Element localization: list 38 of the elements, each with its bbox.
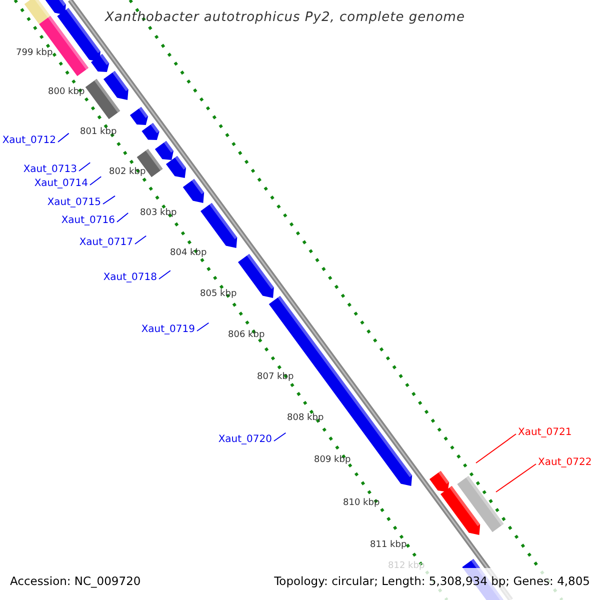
gene-label: Xaut_0718 — [103, 273, 157, 283]
leader-line — [496, 464, 536, 492]
gene-label: Xaut_0713 — [23, 165, 77, 175]
gene-label: Xaut_0719 — [141, 325, 195, 335]
gene-label: Xaut_0721 — [518, 428, 572, 438]
scale-label: 804 kbp — [170, 249, 207, 258]
scale-label: 810 kbp — [343, 499, 380, 508]
gene-label: Xaut_0720 — [218, 435, 272, 445]
scale-label: 800 kbp — [48, 88, 85, 97]
footer-text: Topology: circular; Length: 5,308,934 bp; Genes: 4,805 — [274, 576, 590, 588]
leader-line — [90, 176, 102, 186]
gene-label: Xaut_0716 — [61, 216, 115, 226]
scale-label: 807 kbp — [257, 373, 294, 382]
scale-label: 811 kbp — [370, 541, 407, 550]
gene-label: Xaut_0714 — [34, 179, 88, 189]
leader-line — [78, 162, 91, 172]
scale-label: 806 kbp — [228, 331, 265, 340]
leader-line — [158, 270, 171, 280]
gene-label: Xaut_0715 — [47, 198, 101, 208]
scale-label: 801 kbp — [80, 128, 117, 137]
scale-label: 809 kbp — [314, 456, 351, 465]
leader-line — [196, 322, 210, 332]
leader-line — [134, 235, 147, 244]
scale-label: 808 kbp — [287, 414, 324, 423]
leader-line — [274, 432, 286, 442]
scale-label: 803 kbp — [140, 209, 177, 218]
diagram-title: Xanthobacter autotrophicus Py2, complete genome — [104, 11, 466, 24]
footer-text: Accession: NC_009720 — [10, 576, 141, 588]
gene-label: Xaut_0722 — [538, 458, 592, 468]
gene-label: Xaut_0712 — [2, 136, 56, 146]
leader-line — [116, 212, 129, 222]
leader-line — [102, 195, 116, 204]
scale-label: 799 kbp — [16, 49, 53, 58]
gene-label: Xaut_0717 — [79, 238, 133, 248]
leader-line — [58, 132, 70, 142]
leader-line — [476, 434, 516, 464]
scale-label: 802 kbp — [109, 168, 146, 177]
scale-label: 805 kbp — [200, 290, 237, 299]
